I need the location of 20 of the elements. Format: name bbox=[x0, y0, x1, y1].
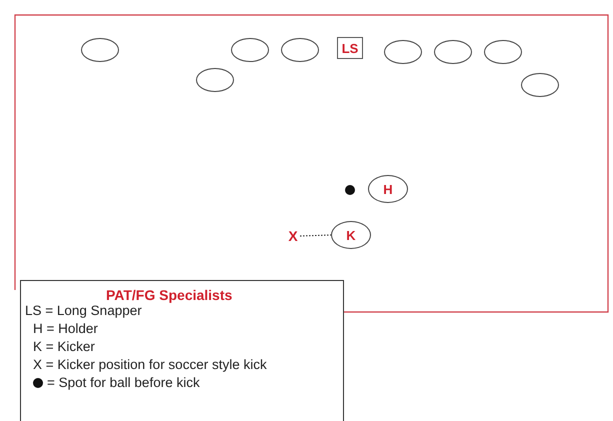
player-oval bbox=[231, 38, 269, 62]
legend-text: K = Kicker bbox=[33, 339, 95, 354]
player-oval bbox=[196, 68, 234, 92]
player-oval bbox=[434, 40, 472, 64]
legend-text: H = Holder bbox=[33, 321, 98, 336]
snapper-box: LS bbox=[337, 37, 363, 59]
player-oval bbox=[484, 40, 522, 64]
legend-title: PAT/FG Specialists bbox=[106, 287, 232, 303]
player-oval: K bbox=[331, 221, 371, 249]
dotted-line bbox=[300, 234, 332, 236]
ball-dot bbox=[345, 185, 355, 195]
legend-text: X = Kicker position for soccer style kick bbox=[33, 357, 267, 372]
player-oval: H bbox=[368, 175, 408, 203]
legend-text: LS = Long Snapper bbox=[25, 303, 142, 318]
player-oval bbox=[81, 38, 119, 62]
player-oval bbox=[281, 38, 319, 62]
player-oval bbox=[384, 40, 422, 64]
player-oval bbox=[521, 73, 559, 97]
legend-text: = Spot for ball before kick bbox=[47, 375, 200, 390]
position-marker: X bbox=[286, 228, 300, 244]
